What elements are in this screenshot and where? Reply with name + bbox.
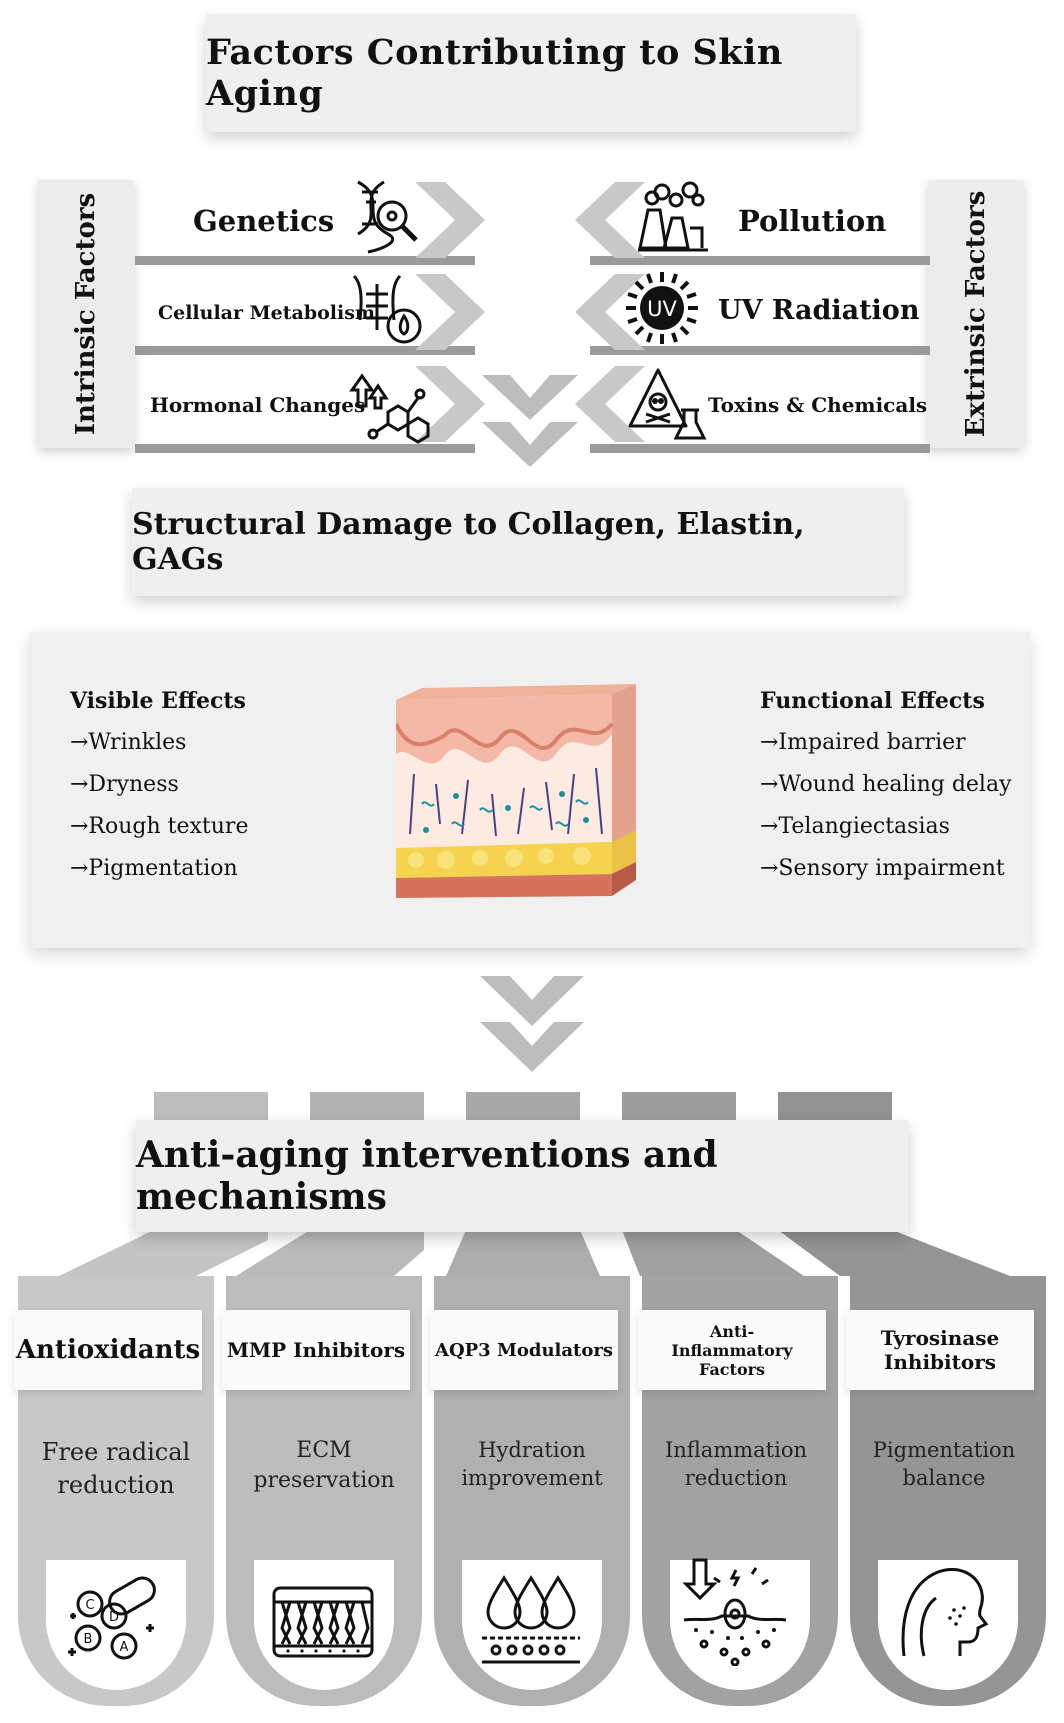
card-desc-anti-inflammatory: Inflammation reduction bbox=[664, 1438, 808, 1490]
uv-sun-icon: UV bbox=[624, 270, 700, 346]
list-item: →Sensory impairment bbox=[760, 856, 1005, 881]
list-item: →Wrinkles bbox=[70, 730, 187, 755]
card-label-mmp-inhibitors: MMP Inhibitors bbox=[222, 1310, 410, 1390]
factor-cellular-metabolism: Cellular Metabolism bbox=[158, 302, 376, 324]
face-pigment-icon bbox=[894, 1560, 994, 1660]
extrinsic-factors-tab: Extrinsic Factors bbox=[928, 180, 1024, 448]
water-drops-icon bbox=[476, 1570, 586, 1666]
svg-text:C: C bbox=[85, 1598, 94, 1613]
factor-toxins-chemicals: Toxins & Chemicals bbox=[708, 393, 928, 417]
hazard-icon bbox=[628, 366, 708, 444]
hormone-molecule-icon bbox=[348, 368, 430, 444]
card-desc-aqp3-modulators: Hydration improvement bbox=[461, 1438, 603, 1490]
list-item: →Telangiectasias bbox=[760, 814, 950, 839]
card-label-aqp3-modulators: AQP3 Modulators bbox=[430, 1310, 618, 1390]
skin-cross-section-image bbox=[394, 684, 640, 910]
factor-genetics: Genetics bbox=[193, 204, 335, 238]
body-metabolism-icon bbox=[348, 270, 424, 346]
down-chevron-arrows bbox=[480, 976, 584, 1072]
intrinsic-factors-tab: Intrinsic Factors bbox=[38, 180, 134, 448]
functional-effects-heading: Functional Effects bbox=[760, 688, 985, 714]
functional-effects-list: →Impaired barrier →Wound healing delay →… bbox=[760, 722, 1012, 890]
svg-text:A: A bbox=[120, 1640, 129, 1655]
vitamin-capsule-icon: C D B A bbox=[58, 1576, 168, 1666]
card-label-anti-inflammatory: Anti-Inflammatory Factors bbox=[638, 1310, 826, 1390]
factor-hormonal-changes: Hormonal Changes bbox=[150, 393, 366, 417]
list-item: →Wound healing delay bbox=[760, 772, 1012, 797]
list-item: →Dryness bbox=[70, 772, 179, 797]
factory-icon bbox=[636, 178, 712, 254]
page-title: Factors Contributing to Skin Aging bbox=[206, 14, 856, 132]
factor-pollution: Pollution bbox=[738, 204, 887, 238]
list-item: →Pigmentation bbox=[70, 856, 238, 881]
dna-icon bbox=[348, 178, 424, 254]
inflammation-skin-icon bbox=[680, 1556, 790, 1666]
factor-uv-radiation: UV Radiation bbox=[718, 295, 920, 326]
interventions-banner: Anti-aging interventions and mechanisms bbox=[136, 1120, 908, 1232]
card-desc-mmp-inhibitors: ECM preservation bbox=[253, 1438, 395, 1493]
effects-panel: Visible Effects →Wrinkles →Dryness →Roug… bbox=[30, 632, 1030, 948]
list-item: →Impaired barrier bbox=[760, 730, 966, 755]
svg-text:D: D bbox=[109, 1610, 119, 1625]
card-label-antioxidants: Antioxidants bbox=[14, 1310, 202, 1390]
structural-damage-box: Structural Damage to Collagen, Elastin, … bbox=[132, 488, 904, 596]
ecm-tissue-icon bbox=[268, 1582, 378, 1662]
card-label-tyrosinase-inhibitors: Tyrosinase Inhibitors bbox=[846, 1310, 1034, 1390]
card-desc-antioxidants: Free radical reduction bbox=[41, 1438, 191, 1499]
visible-effects-list: →Wrinkles →Dryness →Rough texture →Pigme… bbox=[70, 722, 248, 890]
list-item: →Rough texture bbox=[70, 814, 249, 839]
uv-icon-text: UV bbox=[647, 297, 677, 321]
card-desc-tyrosinase-inhibitors: Pigmentation balance bbox=[872, 1438, 1016, 1490]
svg-text:B: B bbox=[84, 1632, 93, 1647]
visible-effects-heading: Visible Effects bbox=[70, 688, 246, 714]
factor-arrows bbox=[135, 182, 930, 467]
